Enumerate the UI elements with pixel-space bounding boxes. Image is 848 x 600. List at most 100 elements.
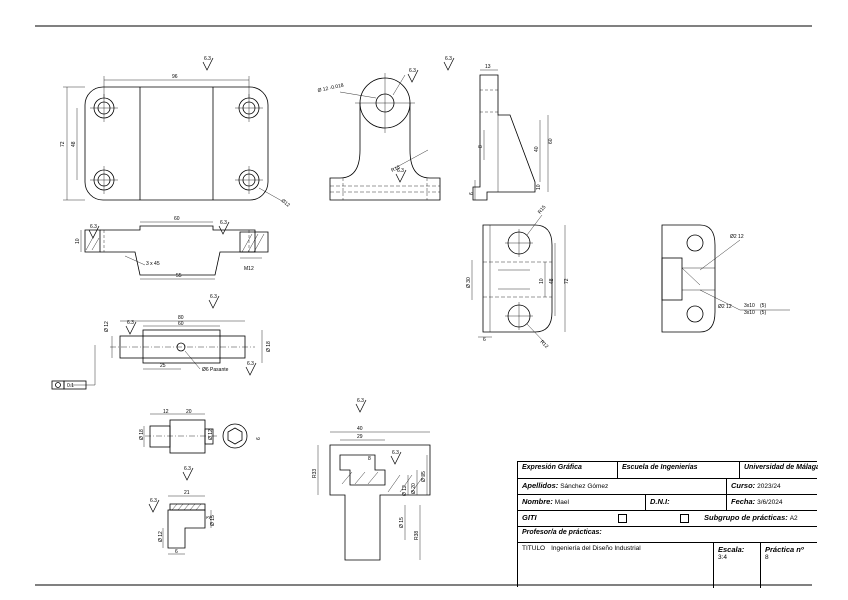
degree-row: GITI Subgrupo de prácticas: A2 [522,513,798,523]
dim-hole: Ø12 [280,198,291,209]
svg-text:6.3: 6.3 [397,168,404,174]
surname-cell: Apellidos: Sánchez Gómez [518,479,727,494]
svg-text:3: 3 [206,516,212,519]
svg-text:Ø 12: Ø 12 [208,429,214,440]
roughness-icon: 6.3 [355,398,367,413]
svg-text:Ø 20: Ø 20 [411,483,417,494]
svg-text:Ø 12: Ø 12 [402,485,408,496]
svg-text:Ø 12: Ø 12 [158,531,164,542]
svg-text:6.3: 6.3 [127,320,134,326]
svg-text:6: 6 [256,437,262,440]
teacher-cell: Profesor/a de prácticas: [522,529,602,536]
svg-text:R15: R15 [390,164,401,173]
svg-text:3 x 45: 3 x 45 [146,261,160,267]
svg-text:6.3: 6.3 [220,220,227,226]
svg-text:13: 13 [485,64,491,70]
svg-text:Ø6 Pasante: Ø6 Pasante [202,367,229,373]
svg-text:Ø 15: Ø 15 [399,517,405,528]
svg-text:Ø 18: Ø 18 [266,341,272,352]
svg-text:10: 10 [536,184,542,190]
svg-text:R12: R12 [539,339,550,350]
svg-text:6.3: 6.3 [445,56,452,62]
svg-text:(5): (5) [760,303,766,309]
svg-text:6.3: 6.3 [247,361,254,367]
svg-text:72: 72 [564,278,570,284]
svg-text:29: 29 [357,434,363,440]
svg-text:6: 6 [469,192,475,195]
svg-text:6.3: 6.3 [90,224,97,230]
svg-text:60: 60 [178,321,184,327]
bushing-view: 12 20 Ø 18 Ø 12 6 [139,409,262,454]
degree-checkbox-1[interactable] [618,514,627,523]
bracket-side-view: Ø2 12 Ø2 12 3x10 3x10 (5) (5) [661,224,790,333]
svg-text:8: 8 [478,145,484,148]
pulley-section-view: 40 29 8 R33 Ø 12 Ø 20 Ø 35 Ø 15 R38 [312,426,431,561]
svg-text:40: 40 [534,146,540,152]
dim-72: 72 [60,141,66,147]
subject-cell: Expresión Gráfica [518,462,618,478]
svg-text:0.1: 0.1 [67,383,74,389]
svg-text:21: 21 [184,490,190,496]
svg-text:6.3: 6.3 [210,294,217,300]
date-cell: Fecha: 3/6/2024 [731,497,783,506]
small-part-view: 21 3 Ø 12 Ø 15 6 [158,490,216,555]
roughness-icon: 6.3 [407,68,419,83]
dni-cell: D.N.I: [646,495,727,510]
svg-text:Ø 12 -0.018: Ø 12 -0.018 [317,83,344,94]
svg-text:6.3: 6.3 [409,68,416,74]
name-cell: Nombre: Mael [518,495,646,510]
roughness-icon: 6.3 [208,294,220,309]
roughness-icon: 6.3 [443,56,455,71]
roughness-icon: 6.3 [148,498,160,513]
svg-text:R15: R15 [537,204,548,215]
svg-text:6.3: 6.3 [184,466,191,472]
roughness-symbols: 6.3 6.3 6.3 6.3 6.3 6.3 6.3 6.3 6.3 6.3 … [88,56,455,513]
svg-text:40: 40 [357,426,363,432]
title-block: Expresión Gráfica Escuela de Ingenierías… [517,461,818,588]
support-side-view: 13 8 40 60 10 6 [469,64,554,201]
svg-text:Ø2 12: Ø2 12 [730,234,744,240]
degree-checkbox-2[interactable] [680,514,689,523]
svg-text:3x10: 3x10 [744,310,755,316]
svg-text:25: 25 [160,363,166,369]
university-cell: Universidad de Málaga [744,464,818,471]
svg-text:6.3: 6.3 [392,450,399,456]
svg-text:Ø 30: Ø 30 [466,277,472,288]
roughness-icon: 6.3 [390,450,402,465]
roughness-icon: 6.3 [202,56,214,71]
svg-text:10: 10 [75,238,81,244]
svg-text:Ø 35: Ø 35 [421,471,427,482]
svg-text:20: 20 [186,409,192,415]
dim-96: 96 [172,74,178,80]
svg-text:80: 80 [178,315,184,321]
svg-text:Ø 15: Ø 15 [210,515,216,526]
roughness-icon: 6.3 [125,320,137,335]
svg-text:(5): (5) [760,310,766,316]
roughness-icon: 6.3 [245,361,257,376]
support-front-view: Ø 12 -0.018 R15 [317,73,441,201]
svg-text:Ø 12: Ø 12 [104,321,110,332]
svg-text:12: 12 [163,409,169,415]
school-cell: Escuela de Ingenierías [618,462,740,478]
svg-text:6.3: 6.3 [150,498,157,504]
svg-text:R33: R33 [312,469,318,478]
base-plate-section-view: 60 55 10 M12 3 x 45 [75,216,269,280]
svg-text:3x10: 3x10 [744,303,755,309]
svg-text:Ø 18: Ø 18 [139,429,145,440]
tolerance-frame: 0.1 [51,380,87,390]
svg-text:60: 60 [548,138,554,144]
svg-text:R38: R38 [414,531,420,540]
svg-text:6: 6 [175,549,178,555]
svg-text:M12: M12 [244,266,254,272]
scale-cell: Escala:3:4 [714,543,761,588]
svg-text:55: 55 [176,273,182,279]
svg-text:8: 8 [368,456,371,462]
svg-text:60: 60 [174,216,180,222]
svg-text:6.3: 6.3 [204,56,211,62]
roughness-icon: 6.3 [218,220,230,235]
base-plate-top-view: 96 72 48 Ø12 [60,74,291,209]
course-cell: Curso: 2023/24 [731,481,781,490]
